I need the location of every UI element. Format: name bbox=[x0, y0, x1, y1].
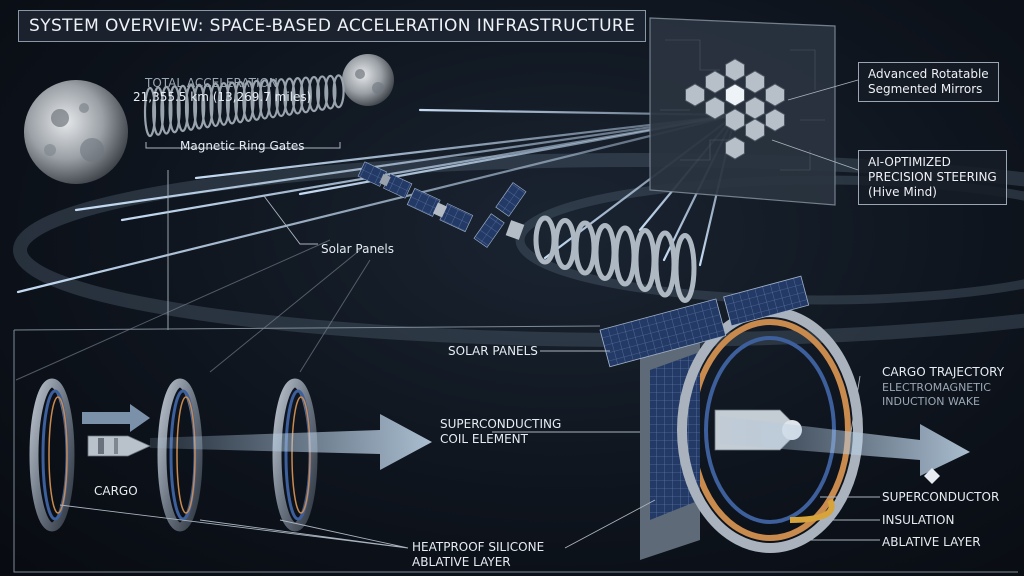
mirror-hexagon bbox=[745, 96, 765, 120]
acceleration-heading: TOTAL ACCELERATION bbox=[145, 76, 278, 90]
coil-loop bbox=[299, 76, 312, 114]
magnetic-ring-coil bbox=[143, 74, 345, 138]
mirror-hexagon bbox=[765, 83, 785, 107]
detail-rings bbox=[29, 378, 318, 532]
coil-loop bbox=[184, 84, 198, 131]
satellite-icon bbox=[357, 161, 527, 248]
coil-loop bbox=[209, 82, 222, 128]
solar-panels-detail-label: SOLAR PANELS bbox=[448, 344, 538, 358]
mirror-hexagon bbox=[725, 58, 745, 82]
cargo-pod-icon bbox=[87, 435, 151, 457]
coil-loop bbox=[291, 77, 304, 115]
trajectory-arrow bbox=[720, 416, 970, 476]
ring-gate bbox=[653, 230, 677, 298]
mirror-hexagon bbox=[745, 118, 765, 142]
insulation-label: INSULATION bbox=[882, 513, 955, 527]
detail-frame bbox=[13, 239, 1018, 573]
detail-ring-copper bbox=[291, 396, 311, 514]
coil-loop bbox=[168, 85, 181, 134]
coil-loop bbox=[250, 79, 263, 121]
ring-gate bbox=[633, 228, 657, 292]
mirror-hexagon bbox=[705, 96, 725, 120]
steering-callout-line3: (Hive Mind) bbox=[868, 185, 937, 199]
coil-loop bbox=[201, 83, 214, 129]
callout-lines-top bbox=[167, 79, 859, 330]
coil-loop bbox=[332, 74, 345, 109]
trajectory-marker bbox=[924, 468, 940, 484]
coil-loop bbox=[242, 80, 255, 123]
moon-small-icon bbox=[342, 54, 394, 106]
coil-loop bbox=[225, 81, 239, 125]
ring-gates-bracket bbox=[145, 142, 341, 149]
detail-ring bbox=[157, 378, 203, 532]
heatproof-label-line1: HEATPROOF SILICONE bbox=[412, 540, 545, 554]
mirror-array-icon bbox=[685, 58, 785, 160]
ring-gates-row bbox=[533, 215, 697, 303]
superconductor-label: SUPERCONDUCTOR bbox=[882, 490, 1000, 504]
cargo-label: CARGO bbox=[94, 484, 138, 498]
coil-loop bbox=[275, 78, 288, 118]
acceleration-distance: 21,355.5 km (13,269.7 miles) bbox=[133, 90, 312, 104]
coil-loop bbox=[143, 86, 157, 138]
page-title: SYSTEM OVERVIEW: SPACE-BASED ACCELERATIO… bbox=[18, 10, 647, 42]
mirror-panel bbox=[649, 17, 836, 206]
coil-label-line1: SUPERCONDUCTING bbox=[440, 417, 562, 431]
coil-loop bbox=[217, 81, 230, 126]
detail-ring bbox=[272, 378, 318, 532]
ring-gate bbox=[533, 215, 557, 265]
callout-lines-detail bbox=[59, 350, 880, 549]
wake-label-line1: ELECTROMAGNETIC bbox=[882, 381, 991, 394]
ring-gates-label: Magnetic Ring Gates bbox=[180, 139, 305, 153]
mirror-hexagon bbox=[725, 83, 745, 107]
solar-panels-label: Solar Panels bbox=[321, 242, 395, 256]
ring-gate bbox=[593, 223, 617, 281]
coil-loop bbox=[176, 84, 189, 133]
light-beam bbox=[16, 113, 737, 294]
cargo-trajectory-label: CARGO TRAJECTORY bbox=[882, 365, 1005, 379]
light-beam bbox=[194, 113, 737, 180]
cargo-flow-arrow bbox=[82, 404, 432, 470]
coil-loop bbox=[258, 79, 271, 120]
steering-callout: AI-OPTIMIZED PRECISION STEERING (Hive Mi… bbox=[858, 150, 1007, 205]
heatproof-label-line2: ABLATIVE LAYER bbox=[412, 555, 511, 569]
cutaway-solar-panels bbox=[599, 275, 810, 368]
light-beam bbox=[74, 113, 737, 212]
detail-ring bbox=[29, 378, 75, 532]
moon-large-icon bbox=[24, 80, 128, 184]
coil-loop bbox=[266, 78, 280, 119]
mirror-hexagon bbox=[685, 83, 705, 107]
ring-gate bbox=[673, 233, 697, 303]
coil-label-line2: COIL ELEMENT bbox=[440, 432, 528, 446]
mirror-hexagon bbox=[725, 136, 745, 160]
mirrors-callout-line1: Advanced Rotatable bbox=[868, 67, 989, 81]
steering-callout-line2: PRECISION STEERING bbox=[868, 170, 997, 184]
coil-loop bbox=[307, 75, 321, 113]
coil-loop bbox=[316, 75, 329, 111]
coil-loop bbox=[283, 77, 296, 116]
coil-loop bbox=[160, 85, 173, 135]
coil-loop bbox=[234, 80, 247, 124]
mirrors-callout: Advanced Rotatable Segmented Mirrors bbox=[858, 62, 999, 102]
steering-callout-line1: AI-OPTIMIZED bbox=[868, 155, 951, 169]
mirrors-callout-line2: Segmented Mirrors bbox=[868, 82, 983, 96]
detail-ring-copper bbox=[48, 396, 68, 514]
mirror-hexagon bbox=[725, 108, 745, 132]
detail-ring-copper bbox=[176, 396, 196, 514]
mirror-hexagon bbox=[745, 70, 765, 94]
coil-loop bbox=[324, 74, 337, 110]
ablative-layer-label: ABLATIVE LAYER bbox=[882, 535, 981, 549]
wake-label-line2: INDUCTION WAKE bbox=[882, 395, 980, 408]
ring-gate bbox=[613, 225, 637, 287]
coil-loop bbox=[152, 86, 165, 136]
coil-loop bbox=[193, 83, 206, 130]
mirror-hexagon bbox=[705, 70, 725, 94]
ring-gate bbox=[573, 220, 597, 276]
mirror-hexagon bbox=[765, 108, 785, 132]
